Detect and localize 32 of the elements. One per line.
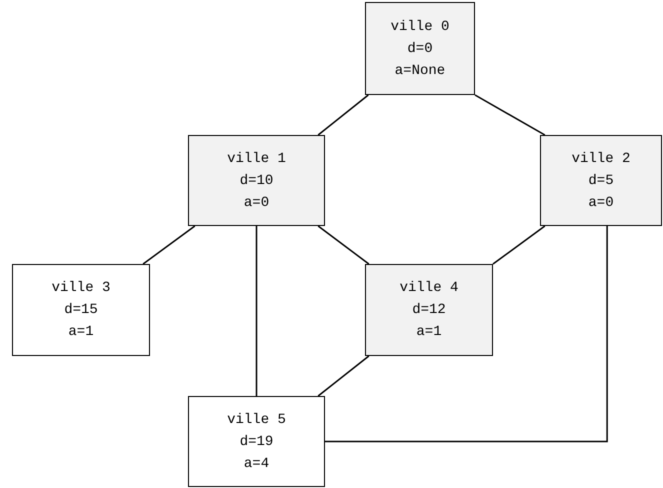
connector-line — [474, 94, 546, 136]
city-box — [12, 264, 150, 356]
city-box — [365, 2, 475, 95]
node-text: d=5 — [588, 172, 614, 190]
node-text: d=12 — [412, 301, 446, 320]
city-box — [188, 135, 325, 226]
node-text: a=1 — [68, 323, 94, 342]
node-text: a=0 — [588, 194, 614, 212]
node-text: ville 5 — [227, 410, 286, 430]
node-text: a=1 — [416, 323, 442, 342]
node-text: d=19 — [240, 432, 274, 452]
node-text: d=0 — [407, 40, 433, 58]
node-text: ville 2 — [572, 150, 630, 168]
connector-line — [325, 226, 608, 442]
node-text: a=None — [394, 62, 446, 80]
node-text: d=10 — [240, 172, 274, 190]
connector-line — [318, 225, 370, 265]
connector-line — [256, 226, 258, 396]
node-text: a=0 — [244, 194, 270, 212]
connector-line — [318, 94, 369, 136]
connector-line — [142, 225, 196, 265]
node-text: ville 4 — [400, 279, 458, 298]
node-text: ville 1 — [227, 150, 286, 168]
node-text: ville 0 — [390, 18, 450, 36]
city-box — [365, 264, 493, 356]
node-text: a=4 — [244, 454, 270, 474]
connector-line — [318, 355, 370, 397]
connector-line — [492, 225, 546, 265]
node-text: d=15 — [64, 301, 98, 320]
city-box — [540, 135, 662, 226]
city-box — [188, 396, 325, 487]
node-text: ville 3 — [52, 279, 110, 298]
